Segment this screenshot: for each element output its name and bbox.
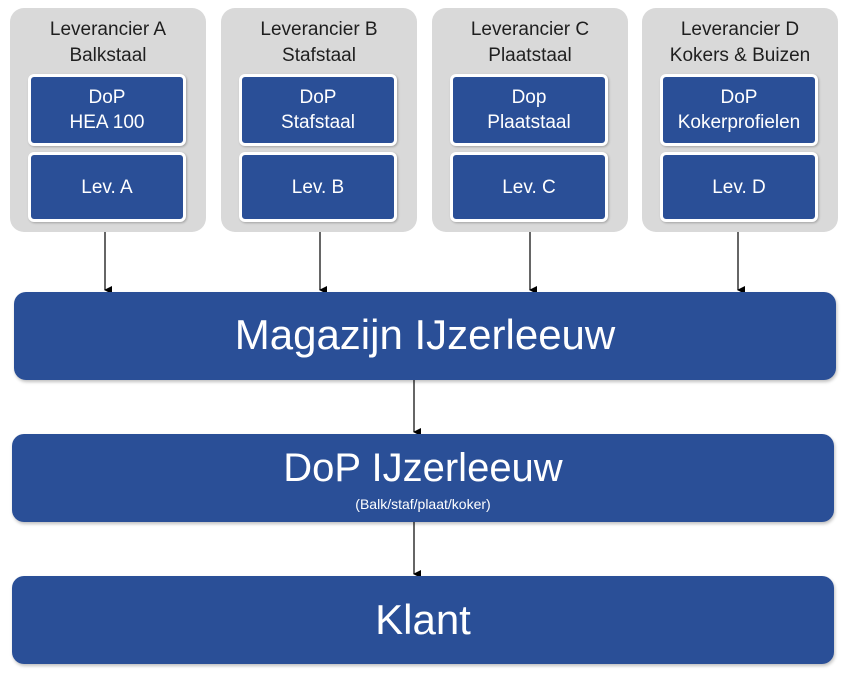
klant-box: Klant xyxy=(12,576,834,664)
dop-label: DoP xyxy=(299,87,337,108)
supplier-name: Leverancier A xyxy=(49,19,167,40)
dop-label: DoP xyxy=(720,87,758,108)
supplier-panel-a: Leverancier A Balkstaal DoP HEA 100 Lev.… xyxy=(10,8,206,232)
supplier-name: Leverancier D xyxy=(680,19,800,40)
dop-product: Plaatstaal xyxy=(487,112,571,133)
dop-label: Dop xyxy=(511,87,547,108)
lev-label: Lev. A xyxy=(81,176,133,198)
supplier-material: Kokers & Buizen xyxy=(669,45,811,66)
supplier-title: Leverancier B Stafstaal xyxy=(221,17,417,69)
supplier-title: Leverancier D Kokers & Buizen xyxy=(642,17,838,69)
dop-box: Dop Plaatstaal xyxy=(450,74,608,146)
lev-label: Lev. B xyxy=(291,176,345,198)
supplier-name: Leverancier B xyxy=(260,19,378,40)
supplier-title: Leverancier C Plaatstaal xyxy=(432,17,628,69)
supplier-material: Stafstaal xyxy=(282,45,356,66)
lev-box: Lev. A xyxy=(28,152,186,222)
magazijn-title: Magazijn IJzerleeuw xyxy=(234,311,616,358)
dop-box: DoP Kokerprofielen xyxy=(660,74,818,146)
supplier-name: Leverancier C xyxy=(470,19,590,40)
supplier-material: Balkstaal xyxy=(69,45,147,66)
lev-box: Lev. C xyxy=(450,152,608,222)
lev-box: Lev. D xyxy=(660,152,818,222)
lev-label: Lev. D xyxy=(712,176,766,198)
dop-ijzerleeuw-title: DoP IJzerleeuw xyxy=(283,446,563,490)
supplier-panel-d: Leverancier D Kokers & Buizen DoP Kokerp… xyxy=(642,8,838,232)
supplier-material: Plaatstaal xyxy=(488,45,572,66)
dop-product: HEA 100 xyxy=(69,112,145,133)
supplier-panel-b: Leverancier B Stafstaal DoP Stafstaal Le… xyxy=(221,8,417,232)
dop-ijzerleeuw-subtitle: (Balk/staf/plaat/koker) xyxy=(355,496,491,512)
supplier-panel-c: Leverancier C Plaatstaal Dop Plaatstaal … xyxy=(432,8,628,232)
dop-box: DoP HEA 100 xyxy=(28,74,186,146)
dop-product: Stafstaal xyxy=(281,112,355,133)
klant-title: Klant xyxy=(375,596,471,643)
lev-box: Lev. B xyxy=(239,152,397,222)
dop-label: DoP xyxy=(88,87,126,108)
dop-ijzerleeuw-box: DoP IJzerleeuw (Balk/staf/plaat/koker) xyxy=(12,434,834,522)
magazijn-box: Magazijn IJzerleeuw xyxy=(14,292,836,380)
lev-label: Lev. C xyxy=(502,176,556,198)
dop-product: Kokerprofielen xyxy=(677,112,801,133)
supplier-title: Leverancier A Balkstaal xyxy=(10,17,206,69)
dop-box: DoP Stafstaal xyxy=(239,74,397,146)
